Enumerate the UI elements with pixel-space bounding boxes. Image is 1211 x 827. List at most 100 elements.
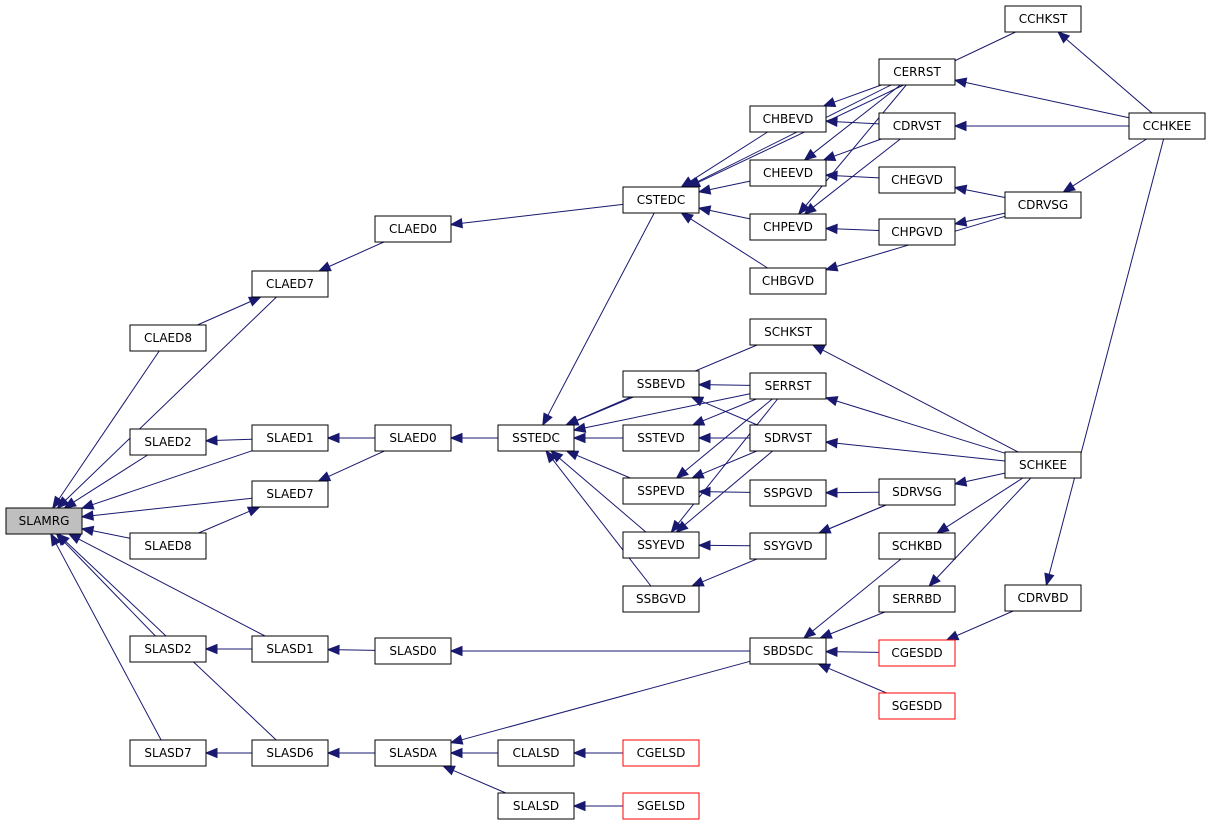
node-sgesdd[interactable]: SGESDD [878, 692, 956, 720]
node-box [878, 478, 956, 506]
node-slaed2[interactable]: SLAED2 [129, 428, 207, 456]
node-sstevd[interactable]: SSTEVD [622, 424, 700, 452]
node-ssbevd[interactable]: SSBEVD [622, 370, 700, 398]
node-schkee[interactable]: SCHKEE [1004, 451, 1082, 479]
arrowhead [326, 747, 340, 759]
node-claed8[interactable]: CLAED8 [129, 324, 207, 352]
edge-schkee-to-schkbd [936, 477, 1024, 534]
edge-sgesdd-to-sbdsdc [817, 663, 887, 694]
node-box [749, 372, 827, 400]
edge-line [1066, 38, 1153, 114]
node-label: SSYEVD [637, 538, 685, 552]
arrowhead [797, 201, 811, 216]
edge-slasd0-to-slasd1 [326, 644, 376, 656]
node-serrst[interactable]: SERRST [749, 372, 827, 400]
edge-slasd1-to-slasd2 [204, 643, 252, 655]
edge-line [709, 209, 751, 220]
node-slaed1[interactable]: SLAED1 [251, 424, 329, 452]
node-schkst[interactable]: SCHKST [749, 318, 827, 346]
node-schkbd[interactable]: SCHKBD [878, 532, 956, 560]
node-cgelsd[interactable]: CGELSD [622, 739, 700, 767]
node-chbevd[interactable]: CHBEVD [749, 105, 827, 133]
node-label: CHEGVD [891, 173, 943, 187]
node-sgelsd[interactable]: SGELSD [622, 792, 700, 820]
node-sstedc[interactable]: SSTEDC [497, 424, 575, 452]
arrowhead [1044, 572, 1055, 587]
node-cdrvbd[interactable]: CDRVBD [1004, 584, 1082, 612]
node-clalsd[interactable]: CLALSD [497, 739, 575, 767]
arrowhead [246, 506, 261, 517]
node-cdrvsg[interactable]: CDRVSG [1004, 191, 1082, 219]
node-slasd0[interactable]: SLASD0 [374, 637, 452, 665]
edge-serrst-to-sspevd [675, 398, 773, 479]
node-box [878, 585, 956, 613]
node-chpgvd[interactable]: CHPGVD [878, 218, 956, 246]
node-slaed0[interactable]: SLAED0 [374, 424, 452, 452]
node-label: SSYGVD [763, 539, 812, 553]
edge-line [92, 497, 253, 517]
node-label: CCHKST [1019, 12, 1068, 26]
edge-schkee-to-sdrvst [824, 438, 1006, 462]
edge-line [547, 212, 655, 416]
edge-slalsd-to-slasda [441, 765, 506, 794]
arrowhead [690, 576, 705, 587]
edge-line [696, 84, 892, 183]
edge-cchkee-to-cerrst [953, 77, 1130, 119]
node-slamrg[interactable]: SLAMRG [5, 507, 83, 535]
arrowhead [204, 643, 218, 655]
node-cchkee[interactable]: CCHKEE [1128, 112, 1206, 140]
node-claed0[interactable]: CLAED0 [374, 215, 452, 243]
node-box [129, 532, 207, 560]
arrowhead [572, 432, 586, 444]
node-cstedc[interactable]: CSTEDC [622, 186, 700, 214]
arrowhead [819, 628, 833, 639]
edge-sstevd-to-sstedc [572, 432, 623, 444]
edge-schkee-to-sdrvsg [953, 472, 1006, 487]
node-sspgvd[interactable]: SSPGVD [749, 479, 827, 507]
arrowhead [204, 747, 218, 759]
node-sdrvst[interactable]: SDRVST [749, 424, 827, 452]
node-cheevd[interactable]: CHEEVD [749, 159, 827, 187]
node-ssyevd[interactable]: SSYEVD [622, 531, 700, 559]
node-ssygvd[interactable]: SSYGVD [749, 532, 827, 560]
node-label: CHBEVD [763, 112, 814, 126]
node-slalsd[interactable]: SLALSD [497, 792, 575, 820]
node-ssbgvd[interactable]: SSBGVD [622, 585, 700, 613]
node-box [749, 479, 827, 507]
node-slasd7[interactable]: SLASD7 [129, 739, 207, 767]
node-slasda[interactable]: SLASDA [374, 739, 452, 767]
node-slasd2[interactable]: SLASD2 [129, 635, 207, 663]
edge-line [92, 530, 131, 539]
node-cerrst[interactable]: CERRST [878, 58, 956, 86]
node-sdrvsg[interactable]: SDRVSG [878, 478, 956, 506]
node-serrbd[interactable]: SERRBD [878, 585, 956, 613]
edge-line [833, 138, 882, 157]
node-slaed7[interactable]: SLAED7 [251, 480, 329, 508]
edge-slaed2-to-slamrg [63, 454, 148, 509]
edge-line [702, 398, 757, 422]
node-label: SGESDD [892, 699, 943, 713]
arrowhead [326, 644, 340, 656]
node-chpevd[interactable]: CHPEVD [749, 213, 827, 241]
node-chegvd[interactable]: CHEGVD [878, 166, 956, 194]
node-claed7[interactable]: CLAED7 [251, 270, 329, 298]
edge-chegvd-to-cheevd [824, 170, 880, 181]
arrowhead [697, 379, 711, 391]
node-chbgvd[interactable]: CHBGVD [749, 267, 827, 295]
node-label: CGESDD [891, 646, 942, 660]
node-box [5, 507, 83, 535]
node-slaed8[interactable]: SLAED8 [129, 532, 207, 560]
node-sspevd[interactable]: SSPEVD [622, 477, 700, 505]
arrowhead [63, 497, 77, 509]
edge-cdrvst-to-cheevd [822, 138, 882, 162]
node-box [1004, 191, 1082, 219]
node-slasd1[interactable]: SLASD1 [251, 635, 329, 663]
node-cchkst[interactable]: CCHKST [1004, 5, 1082, 33]
node-cgesdd[interactable]: CGESDD [878, 639, 956, 667]
node-box [1004, 5, 1082, 33]
node-label: CLAED0 [389, 222, 437, 236]
arrowhead [824, 170, 838, 181]
node-cdrvst[interactable]: CDRVST [878, 112, 956, 140]
node-sbdsdc[interactable]: SBDSDC [749, 637, 827, 665]
node-slasd6[interactable]: SLASD6 [251, 739, 329, 767]
